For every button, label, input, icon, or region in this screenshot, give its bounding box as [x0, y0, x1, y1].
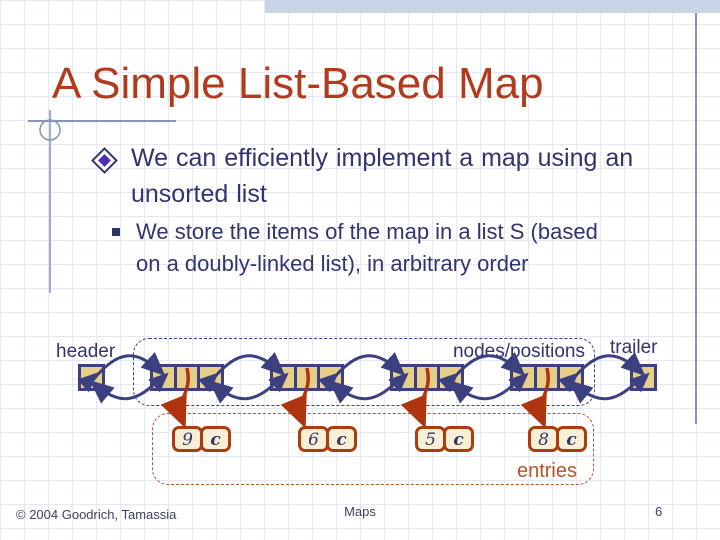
- list-node-4: [510, 364, 584, 391]
- entry-value: c: [326, 426, 357, 452]
- trailer-node-cell: [630, 364, 657, 391]
- entries-dashed-box: [152, 413, 594, 485]
- prev-pointer-cell: [153, 367, 174, 388]
- bullet-main-line1: We can efficiently implement a map using…: [131, 144, 634, 172]
- entry-key: 5: [415, 426, 446, 452]
- list-node-2: [270, 364, 344, 391]
- entry-key: 6: [298, 426, 329, 452]
- footer-page-number: 6: [655, 504, 663, 519]
- entry-value: c: [556, 426, 587, 452]
- next-pointer-cell: [197, 367, 221, 388]
- bullet-sub-line1: We store the items of the map in a list …: [136, 219, 598, 244]
- footer-copyright: © 2004 Goodrich, Tamassia: [16, 507, 177, 522]
- element-pointer-cell: [173, 367, 198, 388]
- bullet-sub: We store the items of the map in a list …: [136, 216, 598, 280]
- entry-key: 9: [172, 426, 203, 452]
- element-pointer-cell: [413, 367, 438, 388]
- next-pointer-cell: [557, 367, 581, 388]
- entry-value: c: [443, 426, 474, 452]
- footer-section: Maps: [344, 504, 376, 519]
- ornament-circle: [39, 119, 61, 141]
- square-bullet-icon: [112, 228, 120, 236]
- next-pointer-cell: [437, 367, 461, 388]
- bullet-main-line2: unsorted list: [131, 180, 267, 208]
- bullet-sub-line2: on a doubly-linked list), in arbitrary o…: [136, 251, 529, 276]
- entries-label: entries: [516, 460, 577, 482]
- trailer-label: trailer: [610, 337, 658, 358]
- slide-title: A Simple List-Based Map: [52, 59, 544, 108]
- top-accent-bar: [265, 0, 720, 13]
- header-label: header: [56, 341, 116, 362]
- header-node-cell: [78, 364, 105, 391]
- element-pointer-cell: [293, 367, 318, 388]
- list-node-1: [150, 364, 224, 391]
- entry-value: c: [200, 426, 231, 452]
- diamond-bullet-icon: [91, 147, 118, 174]
- prev-pointer-cell: [393, 367, 414, 388]
- right-accent-line: [695, 13, 697, 424]
- element-pointer-cell: [533, 367, 558, 388]
- next-pointer-cell: [317, 367, 341, 388]
- entry-key: 8: [528, 426, 559, 452]
- bullet-main: We can efficiently implement a map using…: [131, 140, 633, 212]
- list-node-3: [390, 364, 464, 391]
- prev-pointer-cell: [513, 367, 534, 388]
- nodes-positions-label: nodes/positions: [452, 341, 585, 362]
- diamond-bullet-core: [98, 154, 111, 167]
- prev-pointer-cell: [273, 367, 294, 388]
